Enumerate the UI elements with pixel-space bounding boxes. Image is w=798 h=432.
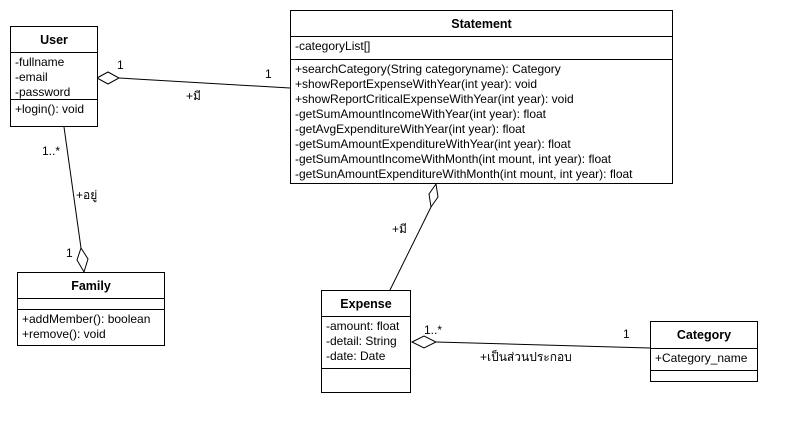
class-expense[interactable]: Expense -amount: float -detail: String -… bbox=[321, 290, 411, 393]
class-category[interactable]: Category +Category_name bbox=[650, 321, 758, 382]
class-name: Family bbox=[18, 273, 164, 299]
attribute: -detail: String bbox=[326, 334, 397, 348]
aggregation-diamond-statement bbox=[428, 182, 439, 209]
class-user[interactable]: User -fullname -email -password +login()… bbox=[10, 26, 98, 127]
attributes-section: -fullname -email -password bbox=[11, 53, 97, 100]
association-line-expense-category bbox=[435, 341, 651, 349]
operation: -getSunAmountExpenditureWithMonth(int mo… bbox=[295, 167, 633, 181]
role-expense-category: +เป็นส่วนประกอบ bbox=[480, 350, 572, 364]
multiplicity-expense-category-at-expense: 1..* bbox=[424, 323, 443, 337]
role-user-family: +อยู่ bbox=[76, 188, 98, 202]
operation: -getSumAmountIncomeWithMonth(int mount, … bbox=[295, 152, 612, 166]
multiplicity-user-statement-at-statement: 1 bbox=[265, 67, 272, 81]
operation: +addMember(): boolean bbox=[22, 312, 151, 326]
operation: +showReportCriticalExpenseWithYear(int y… bbox=[295, 92, 574, 106]
operation: +login(): void bbox=[15, 102, 85, 116]
operations-section bbox=[651, 371, 757, 375]
operation: +searchCategory(String categoryname): Ca… bbox=[295, 62, 561, 76]
operation: +showReportExpenseWithYear(int year): vo… bbox=[295, 77, 538, 91]
association-line-user-statement bbox=[118, 77, 291, 89]
attribute: -fullname bbox=[15, 55, 65, 69]
role-user-statement: +มี bbox=[186, 89, 201, 103]
aggregation-diamond-expense bbox=[410, 335, 438, 349]
aggregation-diamond-family bbox=[76, 246, 89, 274]
operation: -getAvgExpenditureWithYear(int year): fl… bbox=[295, 122, 526, 136]
class-name: User bbox=[11, 27, 97, 53]
class-name: Expense bbox=[322, 291, 410, 317]
attributes-section: +Category_name bbox=[651, 349, 757, 371]
attribute: -password bbox=[15, 85, 71, 99]
attributes-section: -amount: float -detail: String -date: Da… bbox=[322, 317, 410, 369]
multiplicity-user-statement-at-user: 1 bbox=[117, 58, 124, 72]
aggregation-diamond-user bbox=[95, 71, 121, 85]
multiplicity-expense-category-at-category: 1 bbox=[623, 327, 630, 341]
operation: -getSumAmountExpenditureWithYear(int yea… bbox=[295, 137, 571, 151]
multiplicity-user-family-at-family: 1 bbox=[66, 246, 73, 260]
class-family[interactable]: Family +addMember(): boolean +remove(): … bbox=[17, 272, 165, 346]
operation: -getSumAmountIncomeWithYear(int year): f… bbox=[295, 107, 546, 121]
attribute: -date: Date bbox=[326, 349, 386, 363]
class-name: Statement bbox=[291, 11, 672, 37]
class-statement[interactable]: Statement -categoryList[] +searchCategor… bbox=[290, 10, 673, 184]
attribute: -categoryList[] bbox=[295, 39, 371, 53]
multiplicity-user-family-at-user: 1..* bbox=[42, 144, 61, 158]
association-line-statement-expense bbox=[389, 206, 432, 291]
role-statement-expense: +มี bbox=[392, 222, 407, 236]
attributes-section: -categoryList[] bbox=[291, 37, 672, 60]
operation: +remove(): void bbox=[22, 327, 106, 341]
operations-section: +addMember(): boolean +remove(): void bbox=[18, 310, 164, 344]
operations-section: +searchCategory(String categoryname): Ca… bbox=[291, 60, 672, 184]
class-name: Category bbox=[651, 322, 757, 349]
attribute: -email bbox=[15, 70, 48, 84]
operations-section bbox=[322, 369, 410, 373]
attribute: +Category_name bbox=[655, 351, 748, 365]
operations-section: +login(): void bbox=[11, 100, 97, 119]
attribute: -amount: float bbox=[326, 319, 400, 333]
attributes-section bbox=[18, 299, 164, 310]
association-line-user-family bbox=[63, 126, 82, 249]
